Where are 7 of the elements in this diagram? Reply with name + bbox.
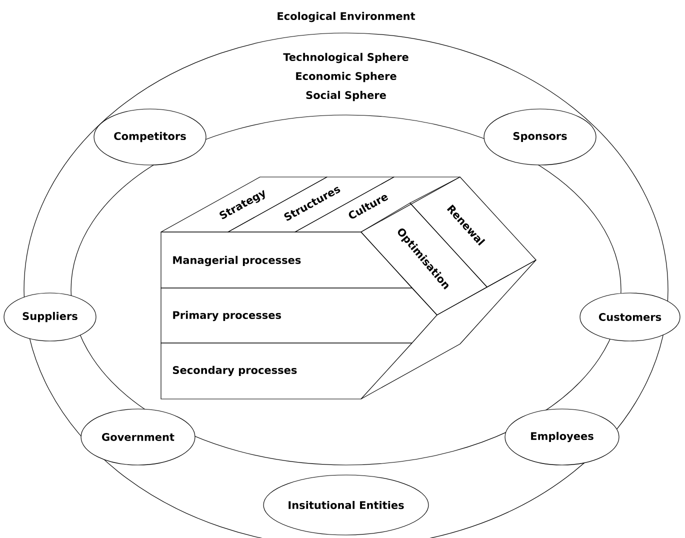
node-label: Customers: [598, 313, 662, 321]
sphere-label: Social Sphere: [306, 90, 386, 102]
sphere-label: Economic Sphere: [296, 72, 396, 82]
sphere-label: Technological Sphere: [283, 52, 408, 64]
environment-label: Ecological Environment: [278, 12, 416, 22]
process-row: Secondary processes: [160, 342, 412, 400]
process-row: Primary processes: [160, 288, 438, 344]
